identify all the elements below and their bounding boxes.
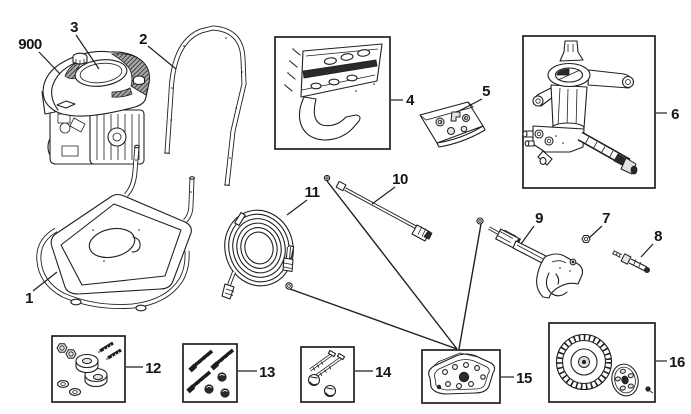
handle-illustration — [164, 25, 247, 186]
adapter-illustration — [612, 250, 651, 273]
pump-outlet-tube — [584, 136, 614, 159]
kep-nut — [307, 373, 321, 387]
callout-labels: 900 3 2 1 4 5 6 7 8 9 10 11 12 13 14 15 … — [18, 19, 685, 387]
hardware-kit-12-illustration — [51, 335, 143, 403]
cart-foot — [70, 298, 82, 306]
callout-label-3: 3 — [70, 19, 78, 36]
hub-bolt — [645, 386, 651, 392]
pump-illustration — [522, 35, 667, 189]
leader-9 — [520, 225, 535, 245]
wand-illustration — [323, 174, 433, 242]
adapter-tip — [644, 266, 651, 273]
callout-leader-lines — [32, 34, 654, 292]
callout-label-16: 16 — [669, 354, 685, 371]
callout-label-1: 1 — [25, 290, 33, 307]
wand-nut — [335, 180, 347, 192]
engine-illustration — [41, 50, 150, 165]
spray-gun-illustration — [476, 217, 584, 299]
callout-label-12: 12 — [145, 360, 161, 377]
wheel-tread — [556, 334, 612, 390]
leader-3 — [75, 34, 100, 70]
screw-head — [327, 349, 337, 358]
cart-frame-illustration — [36, 144, 195, 312]
wheel-hubcap — [611, 363, 639, 397]
leader-8 — [640, 243, 654, 258]
cart-foot — [135, 304, 147, 312]
kit-box-16 — [548, 322, 656, 403]
wheel-kit-16-illustration — [548, 322, 667, 403]
screw-kit-14-illustration — [300, 346, 373, 403]
guard-kit-illustration — [274, 36, 403, 150]
hose-strap — [234, 212, 246, 226]
leader-11 — [286, 199, 308, 216]
lock-nut — [65, 349, 77, 359]
washer — [68, 388, 82, 396]
gun-trigger-guard — [545, 272, 568, 297]
leader-1 — [32, 271, 58, 292]
washer — [56, 380, 70, 388]
gun-trigger — [555, 273, 560, 285]
leader-10 — [371, 186, 396, 205]
callout-label-10: 10 — [392, 171, 408, 188]
engine-block-left — [49, 105, 93, 165]
fitting-kit-illustration — [419, 101, 486, 148]
kit-box-12 — [51, 335, 126, 403]
kit-box-14 — [300, 346, 355, 403]
hose-end-fitting — [221, 283, 235, 300]
nut-illustration — [581, 234, 591, 244]
kit-box-6 — [522, 35, 656, 189]
leader-5 — [458, 98, 483, 112]
leader-7 — [588, 225, 603, 239]
callout-label-9: 9 — [535, 210, 543, 227]
callout-label-13: 13 — [259, 364, 275, 381]
nozzle-dark — [458, 371, 470, 383]
bolt-kit-13-illustration — [182, 343, 257, 403]
callout-label-7: 7 — [602, 210, 610, 227]
hose-illustration — [221, 209, 295, 300]
callout-label-900: 900 — [18, 36, 42, 53]
leader-2 — [147, 45, 177, 70]
engine-logo-badge — [56, 100, 76, 109]
kep-nut — [323, 384, 337, 398]
kit-box-13 — [182, 343, 238, 403]
callout-label-8: 8 — [654, 228, 662, 245]
callout-label-6: 6 — [671, 106, 679, 123]
cart-plate-hole — [88, 227, 136, 259]
pump-body — [550, 84, 588, 129]
adapter-hex — [620, 253, 632, 265]
nozzle-kit-15-illustration — [289, 180, 514, 404]
hose-oring — [285, 282, 293, 290]
leader-900 — [38, 51, 61, 75]
nut-7 — [581, 234, 591, 244]
callout-label-2: 2 — [139, 31, 147, 48]
callout-label-11: 11 — [305, 184, 320, 201]
parts-bag — [419, 101, 484, 144]
wand-tip-fitting — [323, 174, 331, 182]
lock-nut — [56, 343, 68, 353]
screw-head — [336, 352, 346, 361]
guard-screws — [285, 49, 301, 92]
callout-label-4: 4 — [406, 92, 415, 109]
pump-stem — [559, 40, 584, 62]
callout-label-14: 14 — [375, 364, 392, 381]
nozzle-leader-lines — [289, 180, 482, 350]
gun-oring — [476, 217, 484, 225]
kit-box-15 — [421, 349, 501, 404]
hose-coil — [224, 209, 294, 287]
kit-box-4 — [274, 36, 391, 150]
callout-label-5: 5 — [482, 83, 490, 100]
guard-hook — [298, 96, 361, 141]
callout-label-15: 15 — [516, 370, 532, 387]
